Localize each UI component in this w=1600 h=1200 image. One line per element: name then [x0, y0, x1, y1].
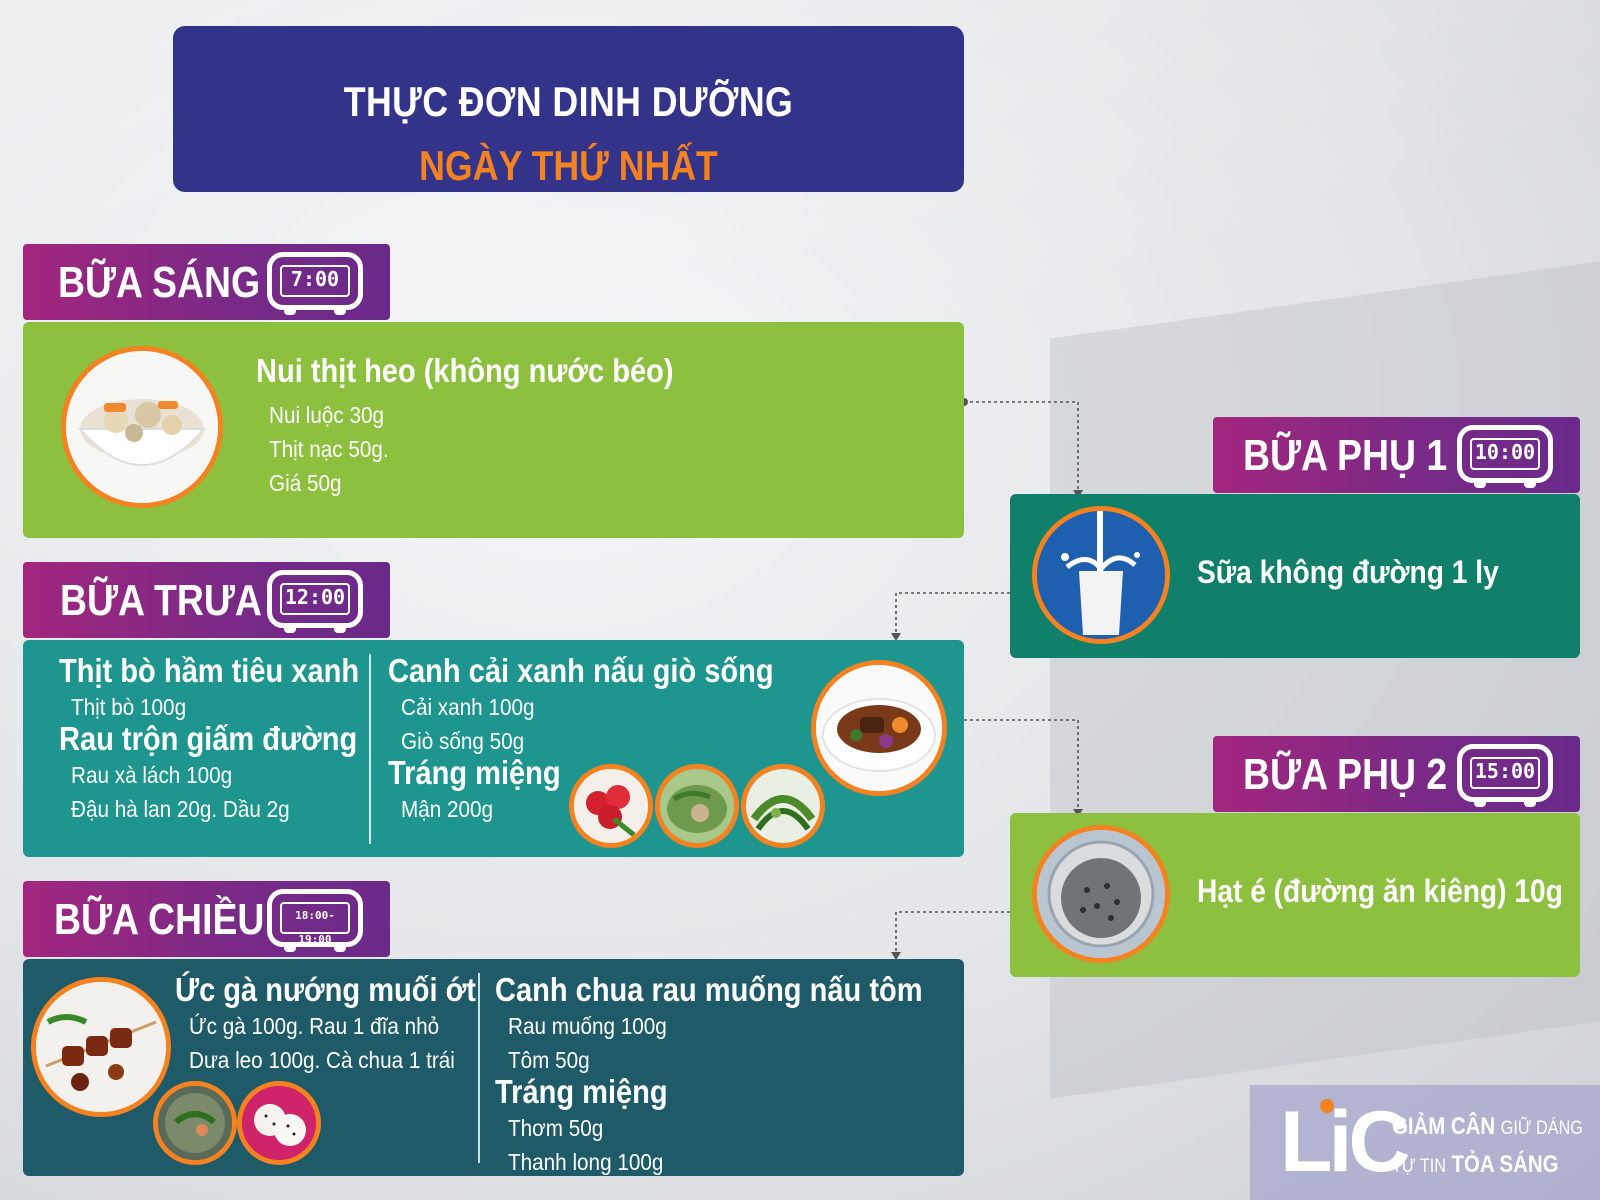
dinner-ingredient: Ức gà 100g. Rau 1 đĩa nhỏ: [189, 1013, 440, 1039]
lunch-dessert-label: Tráng miệng: [388, 754, 561, 791]
snack2-item: Hạt é (đường ăn kiêng) 10g: [1197, 873, 1563, 909]
snack1-item: Sữa không đường 1 ly: [1197, 554, 1499, 590]
grilled-chicken-photo: [31, 977, 171, 1117]
logo-wordmark: LiC: [1280, 1094, 1411, 1190]
snack1-card: Sữa không đường 1 ly: [1010, 494, 1580, 658]
dragon-fruit-photo: [237, 1081, 321, 1165]
basil-seed-drink-icon: [1037, 830, 1165, 958]
breakfast-photo: [61, 346, 223, 508]
plum-photo: [569, 764, 653, 848]
breakfast-ingredient: Thịt nạc 50g.: [269, 436, 389, 462]
greens-soup-photo: [655, 764, 739, 848]
clock-icon: 15:00: [1457, 744, 1553, 807]
dinner-dessert-label: Tráng miệng: [495, 1073, 668, 1110]
clock-icon: 12:00: [267, 570, 363, 633]
beef-stew-photo: [811, 660, 947, 796]
salad-icon: [746, 769, 820, 843]
page-subtitle: NGÀY THỨ NHẤT: [419, 142, 718, 189]
soup-bowl-icon: [66, 351, 218, 503]
spinach-soup-photo: [153, 1081, 237, 1165]
logo-dot-icon: [1320, 1099, 1334, 1113]
brand-logo: LiC GIẢM CÂN GIỮ DÁNG TỰ TIN TỎA SÁNG: [1250, 1085, 1600, 1200]
lunch-ingredient: Đậu hà lan 20g. Dầu 2g: [71, 796, 290, 822]
breakfast-label: BỮA SÁNG: [58, 258, 261, 307]
lunch-ingredient: Cải xanh 100g: [401, 694, 535, 720]
lunch-card: Thịt bò hầm tiêu xanh Thịt bò 100g Rau t…: [23, 640, 964, 857]
dinner-dessert-item: Thơm 50g: [508, 1115, 604, 1141]
lunch-time: 12:00: [280, 583, 350, 615]
salad-photo: [741, 764, 825, 848]
snack2-card: Hạt é (đường ăn kiêng) 10g: [1010, 813, 1580, 977]
title-banner: THỰC ĐƠN DINH DƯỠNG NGÀY THỨ NHẤT: [173, 26, 964, 192]
snack1-tag: BỮA PHỤ 1 10:00: [1213, 417, 1580, 493]
dinner-tag: BỮA CHIỀU 18:00-19:00: [23, 881, 390, 957]
milk-glass-icon: [1037, 511, 1165, 639]
dragon-fruit-icon: [242, 1086, 316, 1160]
clock-icon: 18:00-19:00: [267, 889, 363, 952]
grilled-chicken-icon: [36, 982, 166, 1112]
beef-stew-icon: [816, 665, 942, 791]
connector-snack2-dinner: [895, 911, 1010, 955]
breakfast-dish: Nui thịt heo (không nước béo): [256, 352, 674, 389]
connector-snack1-lunch: [895, 592, 1010, 636]
logo-slogan-big: GIẢM CÂN: [1392, 1113, 1496, 1140]
lunch-dish: Thịt bò hầm tiêu xanh: [59, 652, 360, 689]
connector-arrow: [891, 633, 901, 641]
connector-breakfast-snack1: [964, 401, 1079, 493]
column-divider: [369, 654, 371, 844]
snack2-photo: [1032, 825, 1170, 963]
lunch-dish: Rau trộn giấm đường: [59, 720, 358, 757]
spinach-soup-icon: [158, 1086, 232, 1160]
lunch-ingredient: Rau xà lách 100g: [71, 762, 233, 788]
column-divider: [478, 973, 480, 1163]
dinner-card: Ức gà nướng muối ớt Ức gà 100g. Rau 1 đĩ…: [23, 959, 964, 1176]
breakfast-card: Nui thịt heo (không nước béo) Nui luộc 3…: [23, 322, 964, 538]
dinner-ingredient: Rau muống 100g: [508, 1013, 667, 1039]
logo-slogan-line1: GIẢM CÂN GIỮ DÁNG: [1392, 1113, 1583, 1141]
dinner-dish: Ức gà nướng muối ớt: [175, 971, 476, 1008]
dinner-label: BỮA CHIỀU: [54, 895, 265, 944]
lunch-ingredient: Giò sống 50g: [401, 728, 525, 754]
snack1-label: BỮA PHỤ 1: [1243, 431, 1448, 480]
page-title: THỰC ĐƠN DINH DƯỠNG: [343, 78, 794, 125]
logo-slogan-line2: TỰ TIN TỎA SÁNG: [1392, 1151, 1558, 1179]
lunch-ingredient: Thịt bò 100g: [71, 694, 187, 720]
lunch-label: BỮA TRƯA: [60, 576, 262, 625]
logo-slogan-big: TỎA SÁNG: [1451, 1151, 1559, 1178]
clock-icon: 7:00: [267, 252, 363, 315]
breakfast-ingredient: Giá 50g: [269, 470, 342, 496]
logo-slogan-small: TỰ TIN: [1392, 1156, 1446, 1177]
snack2-label: BỮA PHỤ 2: [1243, 750, 1448, 799]
connector-arrow: [891, 952, 901, 960]
lunch-dish: Canh cải xanh nấu giò sống: [388, 652, 774, 689]
lunch-tag: BỮA TRƯA 12:00: [23, 562, 390, 638]
dinner-time: 18:00-19:00: [280, 902, 350, 946]
breakfast-tag: BỮA SÁNG 7:00: [23, 244, 390, 320]
breakfast-time: 7:00: [280, 265, 350, 297]
snack2-time: 15:00: [1470, 757, 1540, 789]
lunch-dessert-item: Mận 200g: [401, 796, 494, 822]
logo-slogan-small: GIỮ DÁNG: [1500, 1118, 1583, 1139]
dinner-dessert-item: Thanh long 100g: [508, 1149, 664, 1175]
snack1-photo: [1032, 506, 1170, 644]
dinner-ingredient: Tôm 50g: [508, 1047, 590, 1073]
greens-soup-icon: [660, 769, 734, 843]
breakfast-ingredient: Nui luộc 30g: [269, 402, 385, 428]
snack1-time: 10:00: [1470, 438, 1540, 470]
dinner-dish: Canh chua rau muống nấu tôm: [495, 971, 923, 1008]
snack2-tag: BỮA PHỤ 2 15:00: [1213, 736, 1580, 812]
dinner-ingredient: Dưa leo 100g. Cà chua 1 trái: [189, 1047, 455, 1073]
plum-icon: [574, 769, 648, 843]
connector-lunch-snack2: [964, 719, 1079, 812]
clock-icon: 10:00: [1457, 425, 1553, 488]
